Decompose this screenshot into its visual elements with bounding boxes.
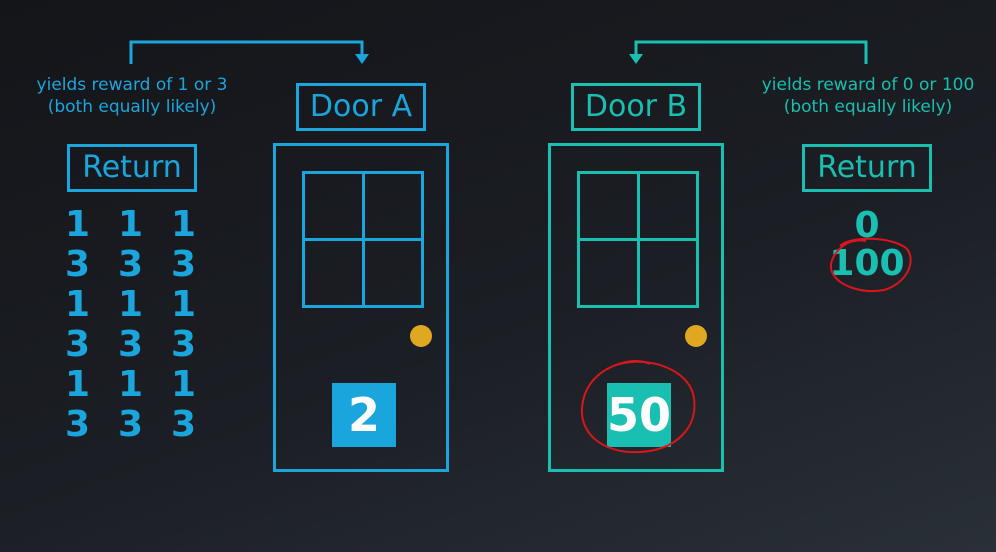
door-a-return: 3 (117, 404, 144, 445)
door-a-return: 3 (117, 244, 144, 285)
door-a-caption: yields reward of 1 or 3 (both equally li… (20, 74, 244, 118)
arrow-head-door-a (355, 54, 369, 64)
arrow-head-door-b (629, 54, 643, 64)
door-b-window (577, 171, 699, 308)
door-b-caption-line1: yields reward of 0 or 100 (761, 75, 975, 95)
door-a-return: 1 (170, 204, 197, 245)
door-a-label: Door A (296, 83, 426, 131)
circle-annotation-return-100 (830, 237, 912, 292)
door-a-return: 1 (117, 284, 144, 325)
door-a-return: 1 (64, 284, 91, 325)
door-a-return-title: Return (67, 144, 197, 192)
door-a-window (302, 171, 424, 308)
door-b-caption: yields reward of 0 or 100 (both equally … (752, 74, 984, 118)
arrow-door-b (634, 40, 868, 64)
door-a-return: 3 (170, 404, 197, 445)
door-b: 50 (548, 143, 724, 472)
door-b-knob (685, 325, 707, 347)
door-a: 2 (273, 143, 449, 472)
door-a-value: 2 (332, 383, 396, 447)
door-b-return-title: Return (802, 144, 932, 192)
door-a-caption-line2: (both equally likely) (47, 97, 217, 117)
door-a-return: 1 (117, 204, 144, 245)
door-a-return: 1 (170, 284, 197, 325)
door-a-return: 1 (170, 364, 197, 405)
door-b-label: Door B (571, 83, 701, 131)
door-a-return: 1 (64, 204, 91, 245)
arrow-door-a (129, 40, 364, 64)
door-b-return: 100 (829, 243, 905, 284)
door-a-return: 3 (64, 244, 91, 285)
door-a-return: 1 (117, 364, 144, 405)
door-a-returns: 1 1 1 3 3 3 1 1 1 3 3 3 1 1 1 3 3 3 (51, 205, 210, 445)
door-a-knob (410, 325, 432, 347)
door-a-return: 3 (170, 324, 197, 365)
door-b-returns: 0 100 (817, 207, 917, 283)
door-a-return: 3 (170, 244, 197, 285)
door-a-caption-line1: yields reward of 1 or 3 (36, 75, 228, 95)
door-a-return: 3 (64, 404, 91, 445)
circle-annotation-value-50 (580, 359, 696, 454)
door-a-return: 1 (64, 364, 91, 405)
door-b-value: 50 (607, 383, 671, 447)
door-a-return: 3 (117, 324, 144, 365)
door-b-caption-line2: (both equally likely) (783, 97, 953, 117)
door-a-return: 3 (64, 324, 91, 365)
